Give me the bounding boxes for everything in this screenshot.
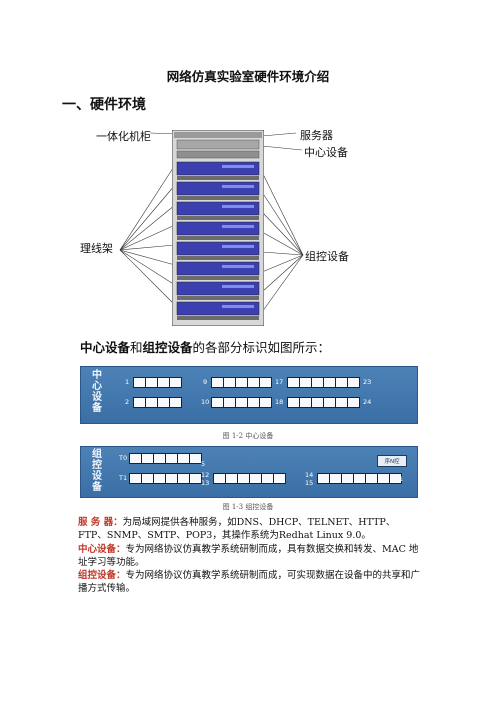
port-group (287, 397, 360, 408)
section-heading: 一、硬件环境 (62, 97, 146, 113)
port-number: 14 (305, 471, 314, 479)
caption-group-device: 图 1-3 组控设备 (222, 503, 274, 511)
term-group-device: 组控设备： (78, 570, 126, 581)
intro-term-center: 中心设备 (80, 340, 131, 355)
label-cable-rack: 理线架 (80, 242, 113, 255)
port-number: 24 (363, 398, 372, 406)
port-number: T1 (119, 474, 128, 482)
intro-rest: 的各部分标识如图所示： (192, 340, 331, 355)
text-center-device: 专为网络协议仿真教学系统研制而成，具有数据交换和转发、MAC 地址学习等功能。 (78, 544, 419, 568)
description-server: 服 务 器：为局域网提供各种服务，如DNS、DHCP、TELNET、HTTP、F… (78, 516, 424, 542)
page-title: 网络仿真实验室硬件环境介绍 (166, 69, 330, 84)
port-group (129, 473, 202, 484)
caption-center-device: 图 1-2 中心设备 (222, 432, 274, 440)
port-group (129, 453, 202, 464)
port-number: 15 (305, 479, 314, 487)
port-number: 2 (125, 398, 130, 406)
rack-lines-left (119, 164, 176, 306)
port-group (213, 473, 286, 484)
term-server: 服 务 器： (78, 517, 123, 528)
description-group-device: 组控设备：专为网络协议仿真教学系统研制而成，可实现数据在设备中的共享和广播方式传… (78, 569, 424, 595)
port-number: 1 (125, 378, 130, 386)
intro-term-group: 组控设备 (142, 340, 193, 355)
term-center-device: 中心设备： (78, 544, 126, 555)
port-group (211, 377, 272, 388)
panel-group-label: 组控设备 (92, 449, 102, 493)
port-number: 18 (275, 398, 284, 406)
label-group-device: 组控设备 (305, 250, 349, 263)
port-number: T0 (119, 454, 128, 462)
port-number: 23 (363, 378, 372, 386)
rack-lines-right (261, 171, 304, 313)
intro-join: 和 (130, 340, 143, 355)
text-server: 为局域网提供各种服务，如DNS、DHCP、TELNET、HTTP、FTP、SNM… (78, 517, 396, 541)
description-center-device: 中心设备：专为网络协议仿真教学系统研制而成，具有数据交换和转发、MAC 地址学习… (78, 543, 424, 569)
port-number: 5 (201, 460, 206, 468)
port-number: 9 (203, 378, 208, 386)
port-group (211, 397, 272, 408)
group-badge: 序N控 (377, 455, 407, 467)
port-number: 13 (201, 479, 210, 487)
port-group (287, 377, 360, 388)
center-device-panel: 中心设备 1 2 9 10 17 18 23 24 (80, 366, 418, 424)
label-cabinet: 一体化机柜 (96, 130, 151, 143)
port-group (133, 397, 182, 408)
port-group (133, 377, 182, 388)
label-center-device: 中心设备 (304, 146, 348, 159)
port-group (317, 473, 402, 484)
intro-sentence: 中心设备和组控设备的各部分标识如图所示： (80, 337, 330, 356)
port-number: 1 (399, 475, 404, 483)
panel-center-label: 中心设备 (92, 370, 102, 414)
port-number: 10 (201, 398, 210, 406)
text-group-device: 专为网络协议仿真教学系统研制而成，可实现数据在设备中的共享和广播方式传输。 (78, 570, 421, 594)
label-server: 服务器 (300, 129, 333, 142)
group-device-panel: 组控设备 T0 5 T1 12 13 14 15 1 序N控 (80, 446, 418, 498)
rack-cabinet-illustration (172, 130, 264, 326)
port-number: 12 (201, 471, 210, 479)
port-number: 17 (275, 378, 284, 386)
